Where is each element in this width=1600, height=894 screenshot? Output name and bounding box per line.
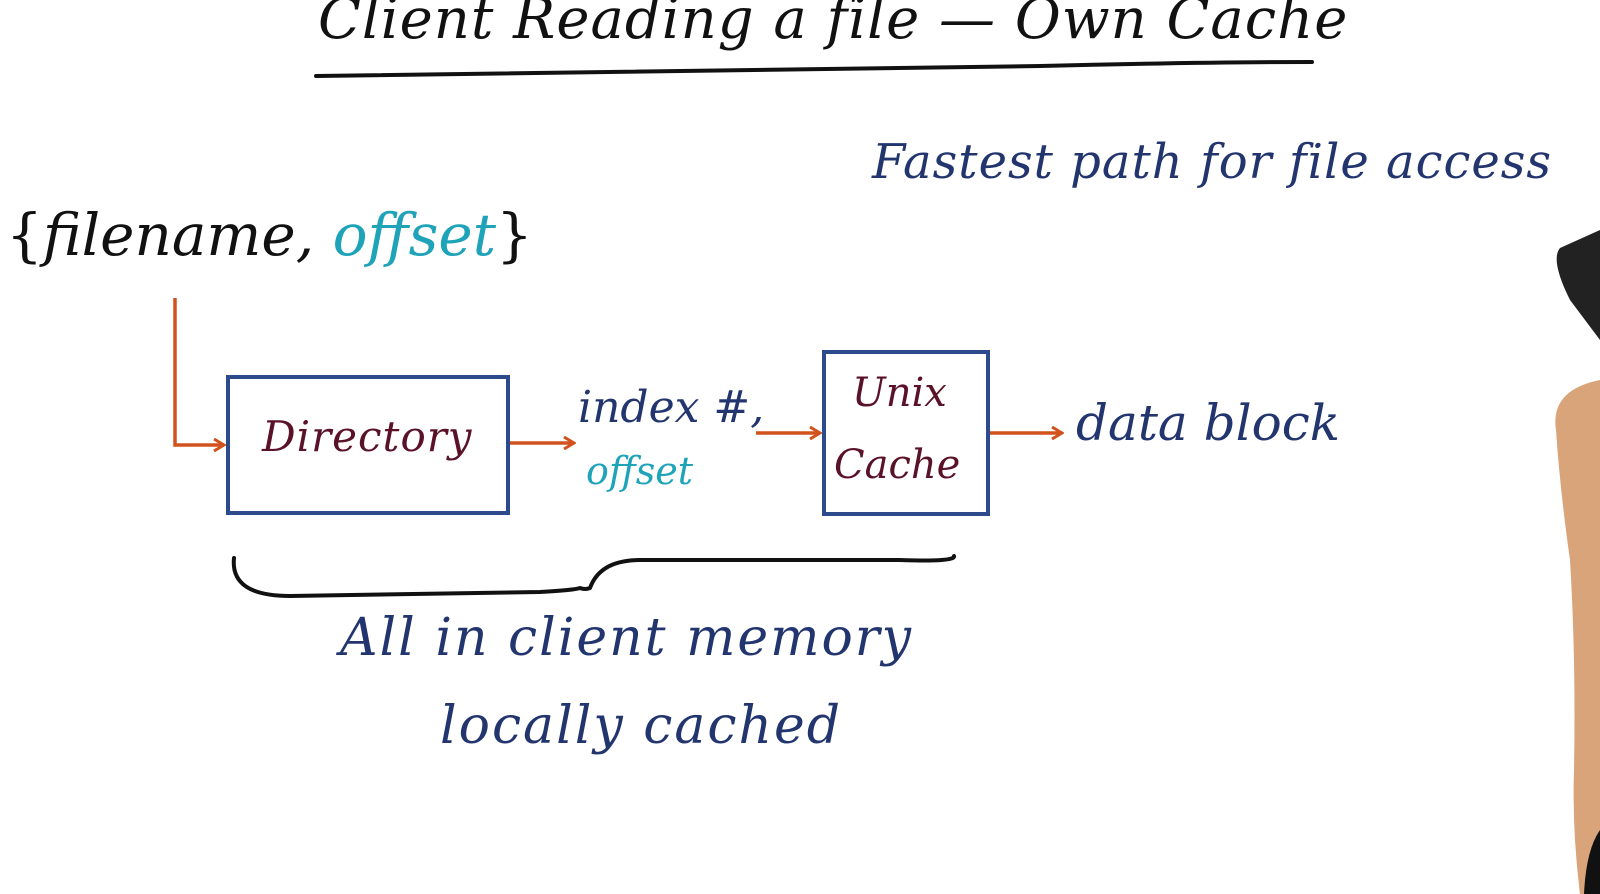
- unix-cache-label-line1: Unix: [852, 370, 947, 416]
- open-brace: {: [6, 201, 43, 269]
- unix-cache-box: [822, 350, 990, 516]
- title-underline: [314, 60, 1314, 78]
- diagram-title: Client Reading a file — Own Cache: [318, 0, 1349, 52]
- data-block-label: data block: [1076, 394, 1341, 452]
- close-brace: }: [496, 201, 533, 269]
- annotation-line-2: locally cached: [440, 696, 843, 756]
- annotation-line-1: All in client memory: [340, 608, 913, 668]
- memory-brace: [231, 554, 956, 598]
- filename-text: filename,: [42, 201, 315, 269]
- pen-hand-image: [1555, 230, 1600, 894]
- index-offset-label: offset: [586, 449, 694, 493]
- index-label: index #,: [578, 382, 765, 433]
- input-arrow: [173, 298, 224, 445]
- offset-text: offset: [332, 201, 497, 269]
- directory-label: Directory: [262, 412, 473, 461]
- unix-cache-label-line2: Cache: [834, 442, 961, 488]
- input-tuple: {filename, offset}: [6, 206, 533, 264]
- directory-box: [226, 375, 510, 515]
- diagram-subtitle: Fastest path for file access: [872, 134, 1553, 190]
